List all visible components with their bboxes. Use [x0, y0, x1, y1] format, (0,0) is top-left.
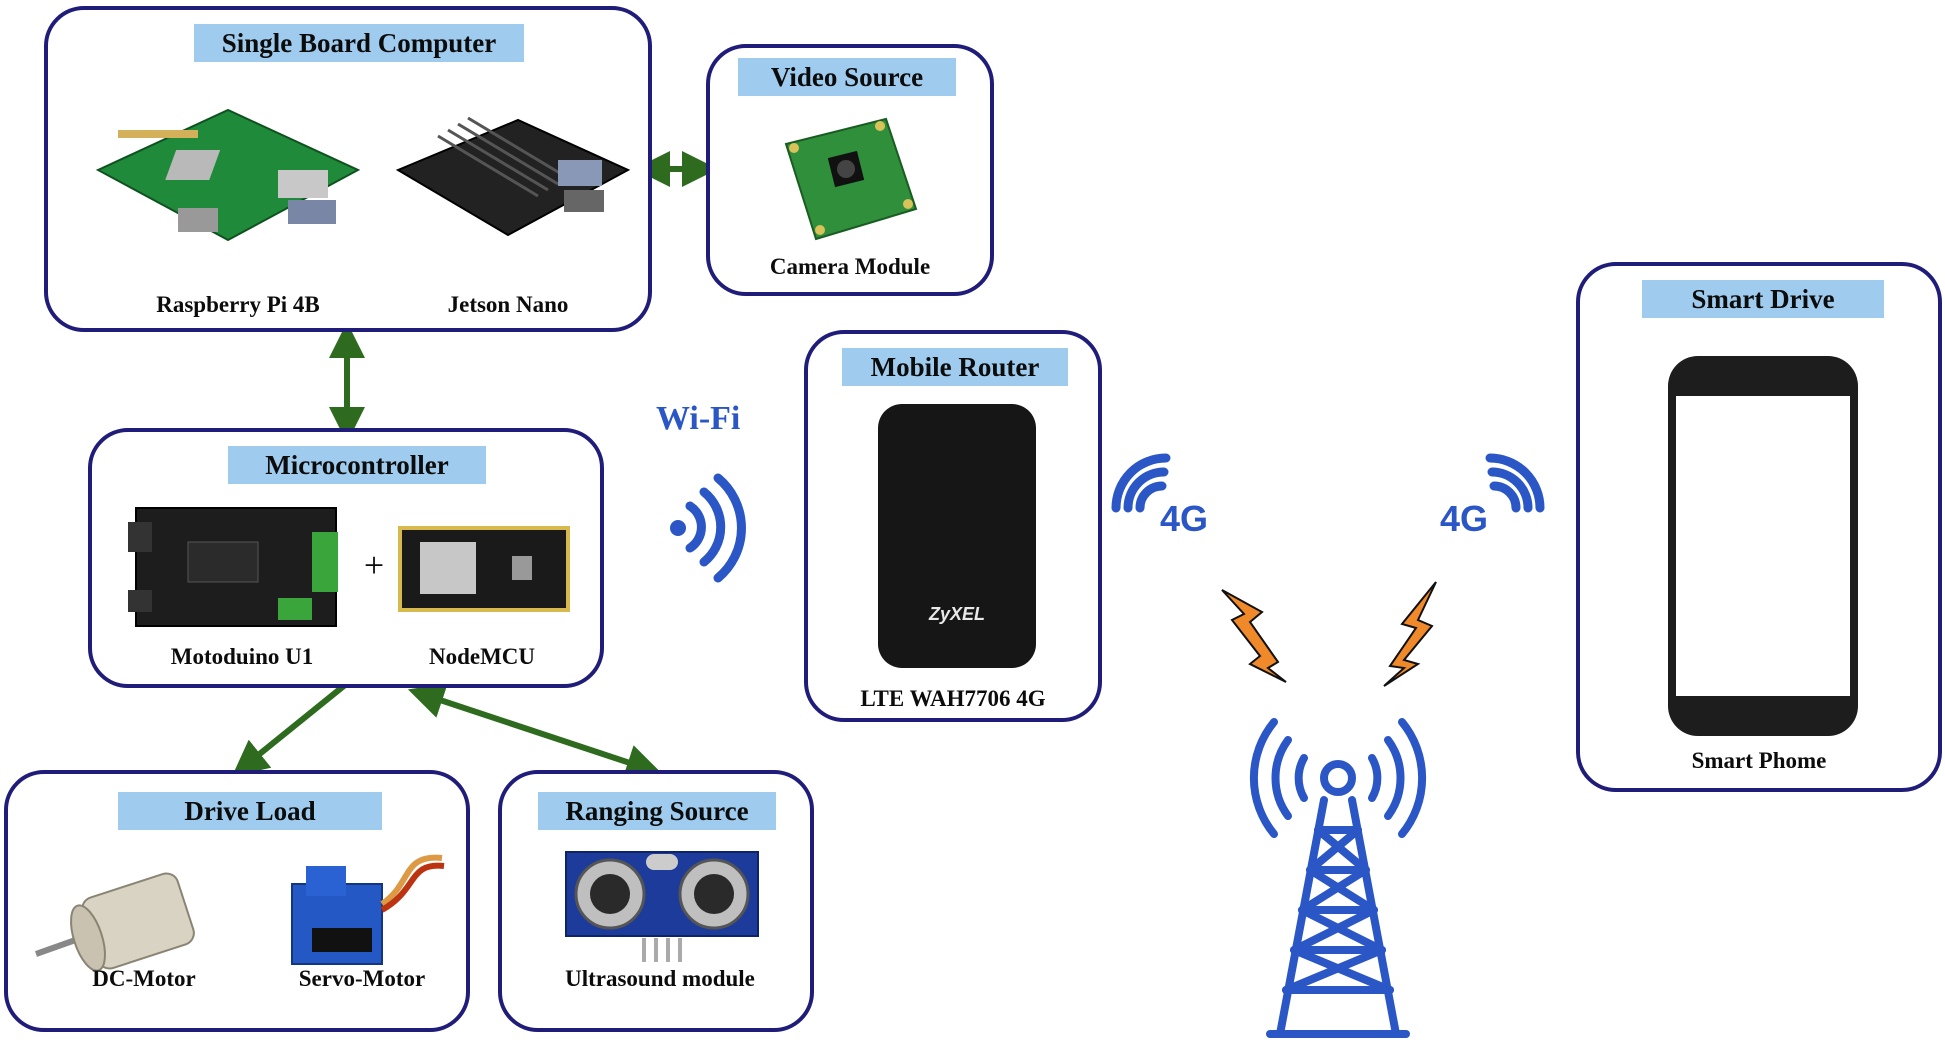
drive-item-dc-motor: DC-Motor [92, 966, 196, 991]
single-board-computer-box: Single Board Computer Raspberry Pi 4B Je… [44, 6, 652, 332]
video-source-box: Video Source Camera Module [706, 44, 994, 296]
microcontroller-box: Microcontroller + Motoduino U1 NodeMCU [88, 428, 604, 688]
wifi-label: Wi-Fi [656, 400, 741, 437]
arrow-micro-drive [231, 682, 347, 777]
ranging-source-title: Ranging Source [538, 792, 776, 830]
smartphone-screen [1676, 396, 1850, 696]
microcontroller-title: Microcontroller [228, 446, 486, 484]
smart-drive-item-phone: Smart Phome [1691, 748, 1827, 773]
micro-item-nodemcu: NodeMCU [428, 644, 536, 669]
drive-load-box: Drive Load DC-Motor Servo-Motor [4, 770, 470, 1032]
sbc-item-raspberry-pi: Raspberry Pi 4B [156, 292, 320, 317]
micro-item-motoduino: Motoduino U1 [170, 644, 314, 669]
ranging-source-box: Ranging Source Ultrasound module [498, 770, 814, 1032]
wifi-icon [670, 473, 746, 583]
smartphone-icon [1668, 356, 1858, 736]
lte-label-left: 4G [1160, 498, 1209, 539]
servo-motor-icon [291, 854, 445, 965]
raspberry-pi-board-icon [95, 108, 361, 242]
lightning-icon-left [1221, 589, 1287, 683]
camera-module-icon [784, 117, 918, 241]
mobile-router-box: Mobile Router ZyXEL LTE WAH7706 4G [804, 330, 1102, 722]
router-brand-label: ZyXEL [928, 604, 985, 624]
cell-tower-icon [1249, 718, 1427, 1038]
smart-drive-box: Smart Drive Smart Phome [1576, 262, 1942, 792]
drive-load-title: Drive Load [118, 792, 382, 830]
motoduino-board-icon [128, 507, 338, 627]
router-device-icon: ZyXEL [878, 404, 1036, 668]
sbc-title: Single Board Computer [194, 24, 524, 62]
sbc-item-jetson-nano: Jetson Nano [447, 292, 569, 317]
router-item-model: LTE WAH7706 4G [860, 686, 1046, 711]
smart-drive-title: Smart Drive [1642, 280, 1884, 318]
nodemcu-board-icon [398, 526, 570, 612]
4g-signal-icon-left [1111, 453, 1171, 513]
lte-label-right: 4G [1440, 498, 1489, 539]
video-item-camera-module: Camera Module [769, 254, 931, 279]
dc-motor-icon [34, 872, 195, 972]
ultrasound-module-icon [565, 851, 759, 962]
ranging-item-ultrasound: Ultrasound module [565, 966, 755, 991]
microcontroller-plus-sign: + [363, 545, 385, 585]
lightning-icon-right [1383, 581, 1437, 687]
arrow-micro-ranging [407, 683, 663, 780]
video-source-title: Video Source [738, 58, 956, 96]
drive-item-servo-motor: Servo-Motor [298, 966, 426, 991]
4g-signal-icon-right [1485, 453, 1545, 513]
mobile-router-title: Mobile Router [842, 348, 1068, 386]
jetson-nano-board-icon [395, 116, 631, 237]
